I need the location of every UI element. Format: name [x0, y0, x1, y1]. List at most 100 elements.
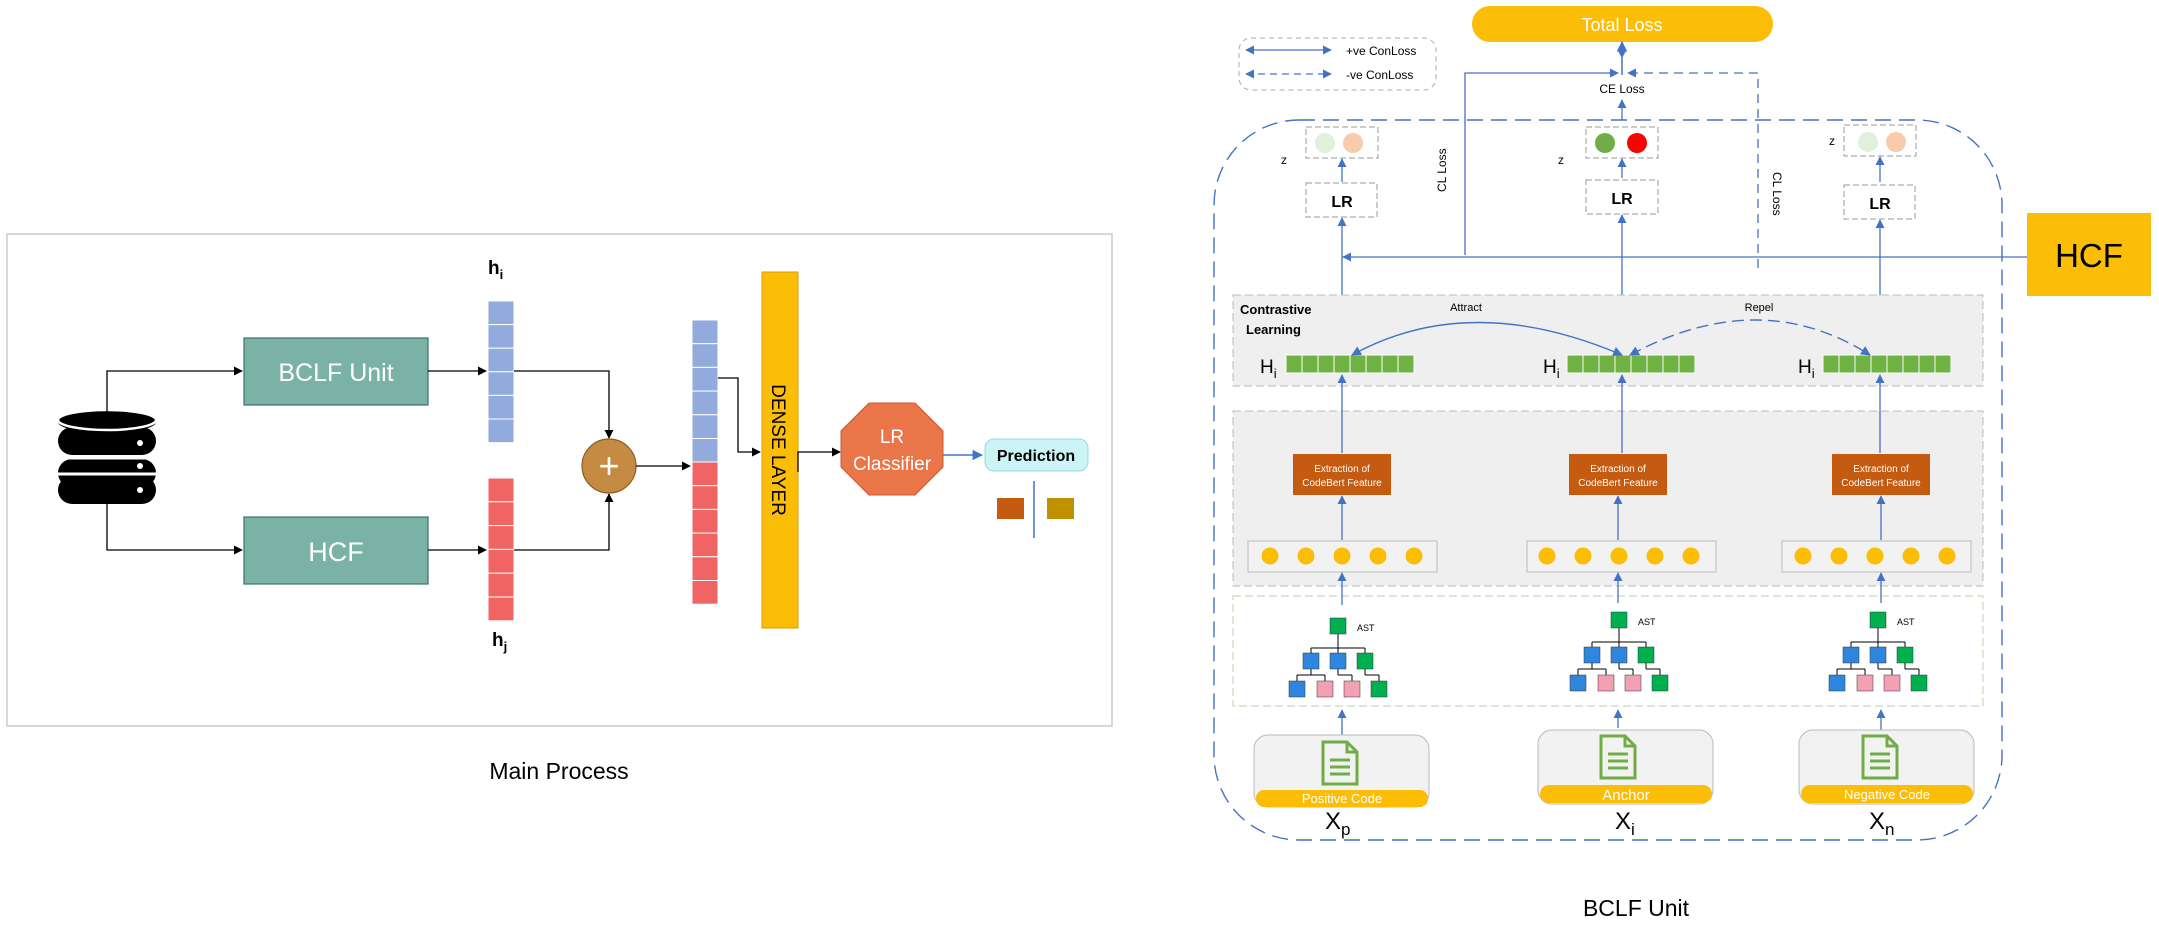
cl-loss-left-label: CL Loss [1435, 148, 1449, 192]
negative-code-badge [1801, 785, 1973, 803]
bclf-unit-caption: BCLF Unit [1583, 895, 1690, 921]
concat-blue-cell [691, 414, 719, 439]
ast-label-negative: AST [1897, 617, 1915, 627]
h-label-negative: Hi [1798, 357, 1815, 381]
hi-vector-cell [487, 418, 515, 444]
db-to-hcf-arrow [106, 503, 243, 555]
concat-blue-cell [691, 366, 719, 392]
extractor-negative-line-1: Extraction of [1853, 464, 1909, 475]
main-process-frame [6, 233, 1113, 727]
concat-red-cell [691, 580, 719, 605]
concat-blue-cell [691, 438, 719, 463]
concatenated-vector [691, 319, 719, 605]
hcf-box [243, 516, 429, 585]
repel-label: Repel [1745, 302, 1774, 314]
hi-vector-cell [487, 371, 515, 396]
bclf-unit-box-label: BCLF Unit [278, 359, 393, 387]
x-label-anchor: Xi [1615, 808, 1635, 839]
hcf-side-label: HCF [2055, 237, 2123, 274]
hi-vector-cell [487, 394, 515, 420]
positive-code-badge [1256, 790, 1428, 807]
dense-layer-label: DENSE LAYER [767, 384, 788, 516]
hj-vector-cell [487, 548, 515, 574]
cl-loss-right-label: CL Loss [1770, 172, 1784, 216]
x-label-negative: Xn [1869, 808, 1894, 839]
main-process-caption: Main Process [489, 758, 628, 784]
concat-to-dense-arrow [718, 377, 761, 457]
contrastive-label-2: Learning [1246, 322, 1301, 337]
hi-label: hi [488, 258, 503, 282]
prediction-class-b-swatch [1047, 498, 1074, 519]
h-label-positive: Hi [1260, 357, 1277, 381]
attract-label: Attract [1450, 302, 1482, 314]
lr-box-positive [1305, 182, 1378, 218]
z-output-positive [1305, 126, 1379, 159]
total-loss-label: Total Loss [1581, 15, 1662, 35]
concat-blue-cell [691, 319, 719, 345]
lr-label-positive: LR [1331, 194, 1353, 211]
hj-vector-cell [487, 501, 515, 527]
bclf-unit-frame [1213, 119, 2003, 841]
x-label-positive: Xp [1325, 808, 1350, 839]
repel-arc [1629, 319, 1871, 356]
dense-to-lr-arrow [797, 447, 841, 472]
hj-vector-cell [487, 572, 515, 598]
prediction-label: Prediction [997, 448, 1075, 465]
total-loss-diamond [1618, 44, 1626, 58]
hi-vector-cell [487, 300, 515, 326]
concat-red-cell [691, 485, 719, 510]
hcf-box-label: HCF [308, 537, 364, 567]
database-icon [56, 408, 158, 504]
attract-arc [1351, 321, 1623, 357]
concat-red-cell [691, 461, 719, 487]
hj-label: hj [492, 630, 507, 654]
h-label-anchor: Hi [1543, 357, 1560, 381]
total-loss-pill [1472, 6, 1773, 42]
extractor-positive-line-1: Extraction of [1314, 464, 1370, 475]
concat-red-cell [691, 508, 719, 534]
legend-negative-label: -ve ConLoss [1346, 68, 1413, 82]
lr-label-negative: LR [1869, 196, 1891, 213]
z-label-anchor: z [1558, 153, 1564, 167]
plus-symbol: + [598, 445, 619, 486]
extractor-negative-line-2: CodeBert Feature [1841, 478, 1921, 489]
positive-code-label: Positive Code [1302, 791, 1382, 806]
ast-label-anchor: AST [1638, 617, 1656, 627]
hj-to-plus-arrow [514, 493, 614, 551]
extractor-positive-line-2: CodeBert Feature [1302, 478, 1382, 489]
anchor-code-badge [1540, 785, 1712, 803]
ce-loss-label: CE Loss [1599, 82, 1644, 96]
extractor-anchor-line-1: Extraction of [1590, 464, 1646, 475]
concat-red-cell [691, 532, 719, 558]
concat-red-cell [691, 556, 719, 581]
lr-label-anchor: LR [1611, 191, 1633, 208]
hcf-side-box [2027, 213, 2151, 296]
negative-code-label: Negative Code [1844, 787, 1930, 802]
lr-classifier-label-2: Classifier [853, 454, 932, 475]
extractor-anchor-line-2: CodeBert Feature [1578, 478, 1658, 489]
h-vector-anchor [1566, 354, 1696, 374]
contrastive-label-1: Contrastive [1240, 302, 1312, 317]
bclf-unit-box [243, 337, 429, 406]
concat-blue-cell [691, 343, 719, 368]
main-process-panel: BCLF Unit HCF hi hj + DENSE LAYER LR Cla… [6, 233, 1113, 784]
lr-classifier-label-1: LR [880, 427, 904, 448]
z-output-anchor [1585, 126, 1659, 159]
hj-vector-cell [487, 596, 515, 622]
hj-vector-cell [487, 477, 515, 503]
hj-vector-cell [487, 525, 515, 550]
z-label-negative: z [1829, 134, 1835, 148]
anchor-code-label: Anchor [1602, 787, 1650, 804]
lr-classifier-octagon [840, 402, 944, 496]
z-label-positive: z [1281, 153, 1287, 167]
codebert-extractor-negative [1832, 454, 1930, 495]
db-to-bclf-arrow [106, 366, 243, 413]
cl-loss-negative-connector [1627, 68, 1759, 268]
h-vector-negative [1822, 354, 1952, 374]
dense-layer [761, 271, 799, 629]
hi-vector-cell [487, 347, 515, 373]
concat-blue-cell [691, 390, 719, 416]
h-vector-positive [1285, 354, 1415, 374]
lr-box-negative [1843, 184, 1916, 220]
